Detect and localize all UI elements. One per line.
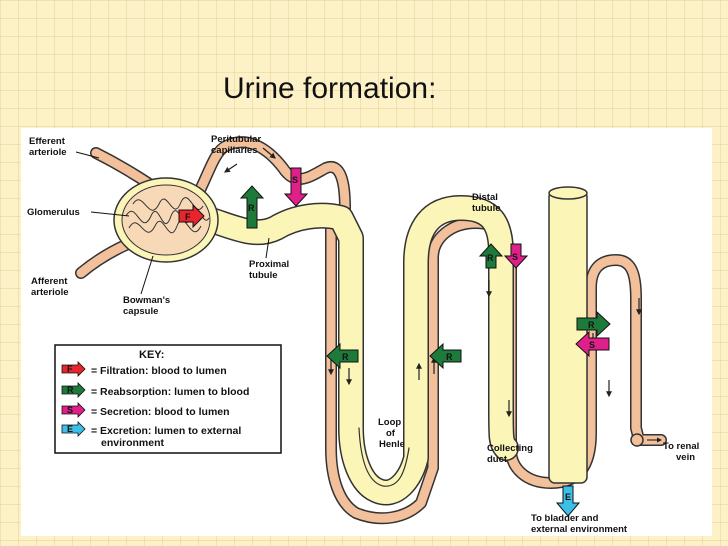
nephron-diagram: F R S R R R S R S E Effe (27, 134, 699, 535)
svg-text:R: R (342, 352, 349, 362)
label-proximal: Proximal (249, 259, 289, 270)
nephron-diagram-panel: F R S R R R S R S E Effe (21, 128, 712, 536)
svg-text:S: S (589, 340, 595, 350)
svg-text:F: F (67, 364, 73, 374)
slide-title: Urine formation: (223, 72, 437, 105)
key-item-reabsorption: R = Reabsorption: lumen to blood (61, 382, 249, 398)
excretion-arrow: E (555, 485, 581, 517)
label-loop-2: of (386, 428, 396, 439)
label-peritubular: Peritubular (211, 134, 261, 145)
reabsorption-arrow-descending: R (326, 342, 359, 370)
filtration-arrow: F (178, 203, 205, 229)
svg-text:= Filtration: blood to lumen: = Filtration: blood to lumen (91, 365, 227, 377)
label-collecting: Collecting (487, 443, 533, 454)
svg-text:= Excretion: lumen to external: = Excretion: lumen to external (91, 425, 241, 437)
label-glomerulus: Glomerulus (27, 207, 80, 218)
secretion-arrow-distal: S (503, 243, 529, 269)
label-bowmans-2: capsule (123, 306, 158, 317)
key-item-secretion: S = Secretion: blood to lumen (61, 402, 230, 418)
secretion-arrow-collecting: S (575, 330, 610, 358)
svg-text:R: R (67, 385, 74, 395)
svg-text:S: S (512, 252, 518, 262)
label-distal: Distal (472, 192, 498, 203)
label-afferent-2: arteriole (31, 287, 69, 298)
key-legend: KEY: F = Filtration: blood to lumen R = … (54, 344, 282, 454)
label-loop: Loop (378, 417, 401, 428)
label-distal-2: tubule (472, 203, 501, 214)
label-renal-vein: To renal (663, 441, 699, 452)
svg-text:S: S (67, 405, 73, 415)
svg-text:= Reabsorption: lumen to blood: = Reabsorption: lumen to blood (91, 386, 249, 398)
label-peritubular-2: capillaries (211, 145, 257, 156)
reabsorption-arrow-distal: R (478, 243, 504, 269)
svg-text:S: S (292, 175, 298, 185)
label-renal-vein-2: vein (676, 452, 695, 463)
key-item-filtration: F = Filtration: blood to lumen (61, 361, 227, 377)
svg-text:R: R (446, 352, 453, 362)
reabsorption-arrow-ascending: R (429, 342, 462, 370)
label-loop-3: Henle (379, 439, 405, 450)
label-collecting-2: duct (487, 454, 508, 465)
svg-text:R: R (248, 203, 255, 213)
flow-arrows (224, 147, 642, 418)
label-efferent-2: arteriole (29, 147, 67, 158)
svg-text:F: F (185, 212, 191, 222)
reabsorption-arrow-proximal: R (239, 185, 265, 229)
secretion-arrow-proximal: S (283, 167, 309, 207)
svg-text:= Secretion: blood to lumen: = Secretion: blood to lumen (91, 406, 230, 418)
label-proximal-2: tubule (249, 270, 278, 281)
bowmans-capsule (113, 177, 219, 263)
label-afferent: Afferent (31, 276, 68, 287)
label-bowmans: Bowman's (123, 295, 170, 306)
svg-text:environment: environment (101, 437, 165, 449)
reabsorption-arrow-collecting: R (576, 310, 611, 338)
label-bladder-2: external environment (531, 524, 628, 535)
label-efferent: Efferent (29, 136, 66, 147)
nephron-tubule (198, 195, 519, 506)
svg-text:R: R (487, 253, 494, 263)
structure-labels: Efferent arteriole Peritubular capillari… (27, 134, 699, 535)
svg-text:R: R (588, 320, 595, 330)
svg-text:E: E (565, 492, 571, 502)
key-item-excretion: E = Excretion: lumen to external environ… (61, 421, 241, 449)
label-bladder: To bladder and (531, 513, 599, 524)
collecting-duct (548, 186, 588, 484)
svg-text:E: E (67, 424, 73, 434)
key-title: KEY: (139, 349, 164, 361)
